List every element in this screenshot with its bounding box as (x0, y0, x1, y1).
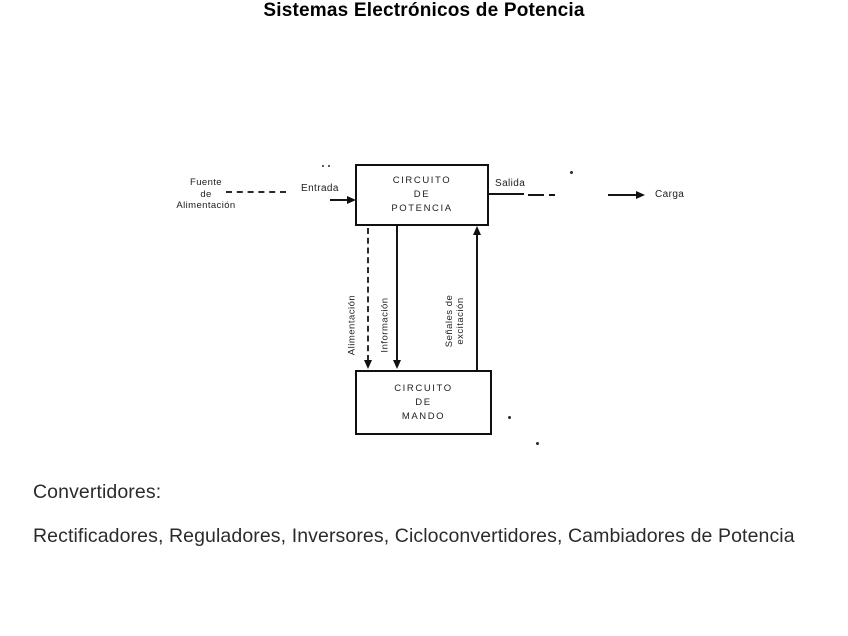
excitation-flow-label: Señales de excitación (444, 295, 466, 348)
supply-flow-arrowhead-icon (364, 360, 372, 369)
excitation-flow-label-line1: Señales de (444, 294, 455, 348)
power-box-line1: CIRCUITO (392, 175, 452, 186)
information-flow-arrowhead-icon (393, 360, 401, 369)
output-dash-1 (528, 194, 544, 196)
source-label: Fuente de Alimentación (160, 177, 252, 212)
input-line (330, 199, 348, 201)
input-arrowhead-icon (347, 196, 356, 204)
supply-flow-line (367, 228, 369, 361)
speck (328, 165, 330, 167)
excitation-flow-line (476, 233, 478, 370)
load-label: Carga (655, 189, 685, 200)
source-label-line1: Fuente (190, 177, 222, 188)
speck (322, 165, 324, 167)
source-label-line2: de (200, 188, 212, 200)
control-box-line1: CIRCUITO (394, 382, 453, 394)
output-line (489, 193, 524, 195)
power-circuit-box: CIRCUITO DE POTENCIA (355, 164, 489, 226)
converters-heading: Convertidores: (33, 481, 162, 503)
output-dash-2 (549, 194, 555, 196)
load-arrowhead-icon (636, 191, 645, 199)
load-line (608, 194, 637, 196)
control-circuit-box: CIRCUITO DE MANDO (355, 370, 492, 435)
power-box-line2: DE (413, 189, 431, 200)
source-to-input-dashed-line (226, 191, 286, 193)
power-box-line3: POTENCIA (391, 203, 453, 214)
page-title: Sistemas Electrónicos de Potencia (263, 0, 585, 21)
information-flow-label: Información (379, 297, 391, 353)
excitation-flow-arrowhead-icon (473, 226, 481, 235)
supply-flow-label: Alimentación (346, 294, 358, 356)
information-flow-line (396, 226, 398, 361)
output-label: Salida (495, 178, 526, 189)
converters-list: Rectificadores, Reguladores, Inversores,… (33, 525, 795, 547)
speck (508, 416, 511, 419)
control-box-line3: MANDO (401, 410, 446, 422)
speck (570, 171, 573, 174)
speck (536, 442, 539, 445)
control-box-line2: DE (415, 396, 432, 408)
source-label-line3: Alimentación (176, 200, 236, 211)
excitation-flow-label-line2: excitación (455, 297, 466, 345)
input-label: Entrada (301, 183, 339, 194)
